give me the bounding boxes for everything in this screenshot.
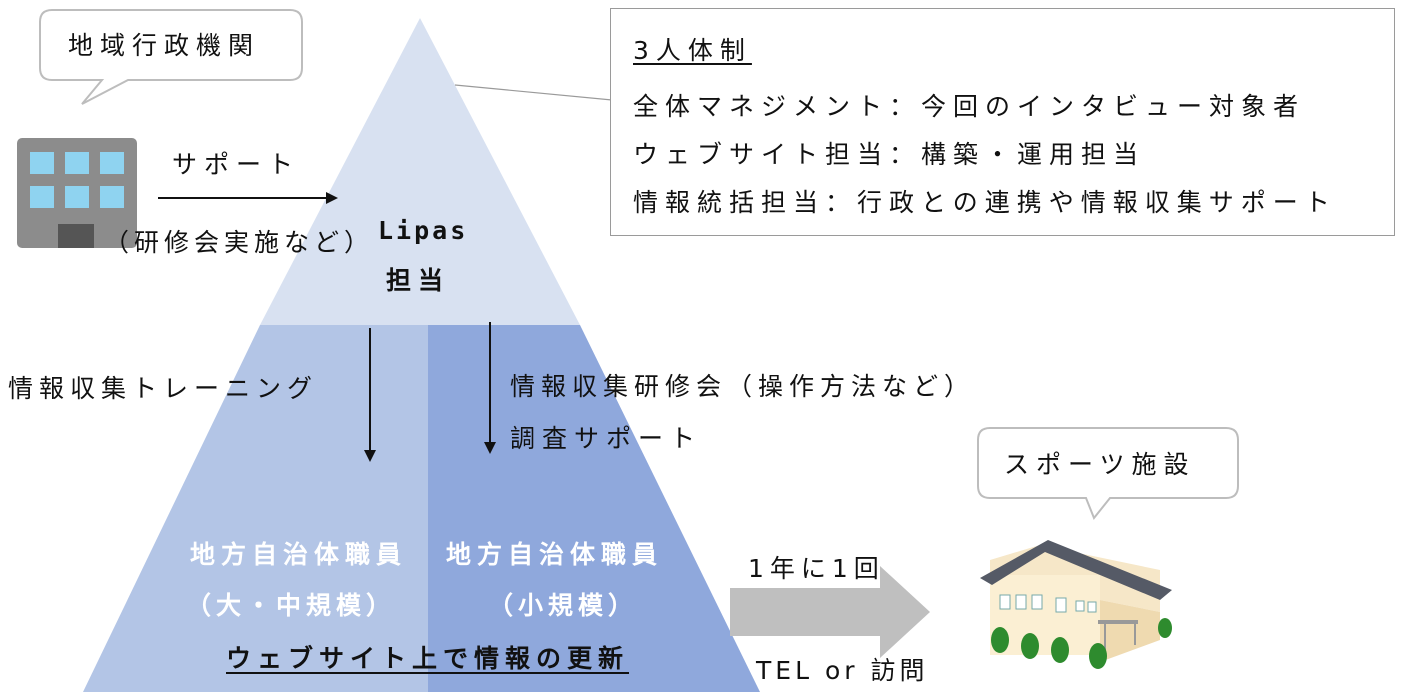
website-update-label: ウェブサイト上で情報の更新 <box>226 644 630 673</box>
support-sub-label: （研修会実施など） <box>104 228 375 257</box>
large-municipality-staff-label: 地方自治体職員 <box>190 540 408 569</box>
training-label: 情報収集トレーニング <box>8 374 319 403</box>
team-role-line: 全体マネジメント：今回のインタビュー対象者 <box>633 92 1306 121</box>
team-structure-box: 3人体制 全体マネジメント：今回のインタビュー対象者 ウェブサイト担当：構築・運… <box>610 8 1395 236</box>
team-role-line: ウェブサイト担当：構築・運用担当 <box>633 140 1146 169</box>
survey-support-label: 調査サポート <box>510 424 703 453</box>
small-municipality-staff-label: 地方自治体職員 <box>446 540 664 569</box>
info-connector-line <box>454 84 613 101</box>
pyramid-apex <box>260 18 580 325</box>
workshop-label: 情報収集研修会（操作方法など） <box>510 372 976 401</box>
facility-bubble <box>977 427 1239 520</box>
small-municipality-scale-label: （小規模） <box>488 591 639 620</box>
pyramid-lower-left <box>83 325 428 692</box>
annual-contact-arrow <box>730 566 930 658</box>
office-building-icon <box>17 138 137 248</box>
pyramid-lower-right <box>428 325 760 692</box>
team-structure-heading: 3人体制 <box>633 36 752 65</box>
large-municipality-scale-label: （大・中規模） <box>186 591 397 620</box>
support-label: サポート <box>172 150 301 179</box>
team-role-line: 情報統括担当：行政との連携や情報収集サポート <box>633 188 1337 217</box>
government-bubble <box>39 9 303 105</box>
facility-label: スポーツ施設 <box>1004 450 1196 479</box>
sports-facility-icon <box>980 540 1172 669</box>
apex-role-label: 担当 <box>386 266 451 295</box>
annual-frequency-label: 1年に1回 <box>748 554 885 583</box>
apex-lipas-label: Lipas <box>378 216 469 245</box>
government-label: 地域行政機関 <box>68 31 261 60</box>
contact-method-label: TEL or 訪問 <box>756 656 929 685</box>
